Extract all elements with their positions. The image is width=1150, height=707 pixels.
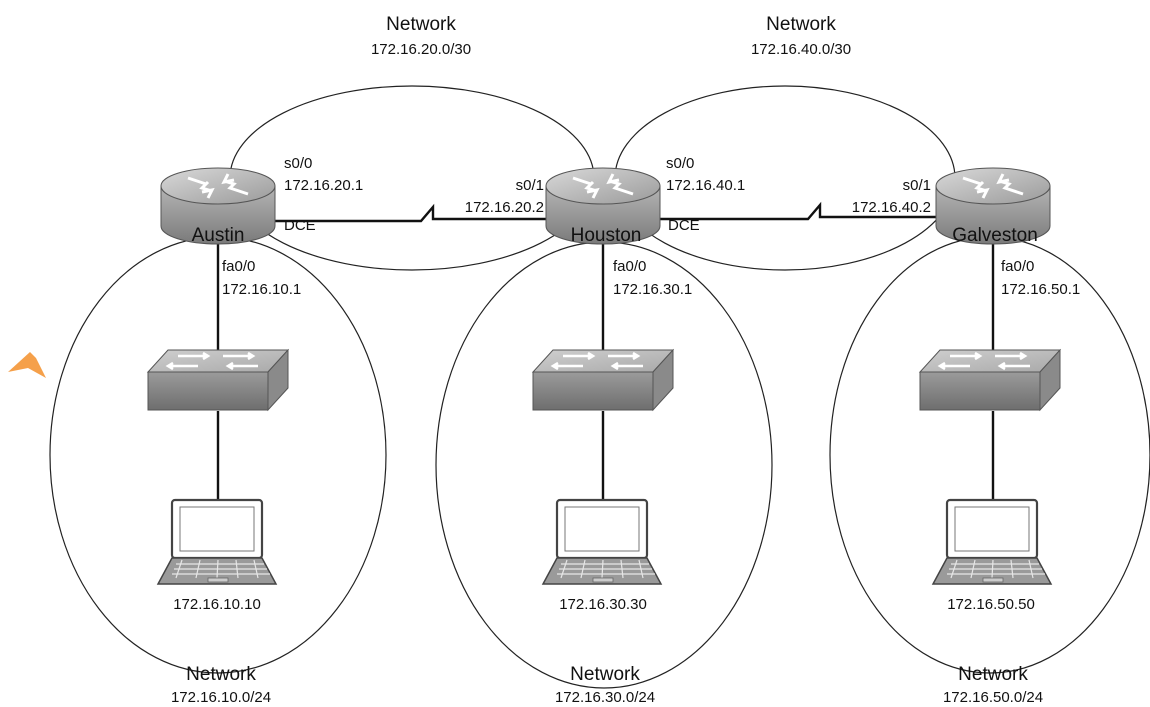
switch-houston xyxy=(531,348,675,412)
austin-fast-ip: 172.16.10.1 xyxy=(222,281,301,298)
network-title-bottom-center: Network xyxy=(570,664,640,685)
network-address-bottom-right: 172.16.50.0/24 xyxy=(943,689,1043,706)
galveston-fast-ip: 172.16.50.1 xyxy=(1001,281,1080,298)
host-ip-houston: 172.16.30.30 xyxy=(559,596,647,613)
houston-dce-label: DCE xyxy=(668,217,700,234)
network-title-bottom-right: Network xyxy=(958,664,1028,685)
serial-link-austin-houston xyxy=(268,203,555,223)
host-ip-austin: 172.16.10.10 xyxy=(173,596,261,613)
router-name-galveston: Galveston xyxy=(952,225,1038,246)
network-title-top-left: Network xyxy=(386,14,456,35)
network-address-bottom-center: 172.16.30.0/24 xyxy=(555,689,655,706)
austin-fast-port: fa0/0 xyxy=(222,258,255,275)
austin-serial-ip: 172.16.20.1 xyxy=(284,177,363,194)
network-address-top-left: 172.16.20.0/30 xyxy=(371,41,471,58)
host-austin xyxy=(156,498,278,586)
austin-serial-port: s0/0 xyxy=(284,155,312,172)
host-galveston xyxy=(931,498,1053,586)
router-name-austin: Austin xyxy=(192,225,245,246)
galveston-fast-port: fa0/0 xyxy=(1001,258,1034,275)
switch-austin xyxy=(146,348,290,412)
network-address-bottom-left: 172.16.10.0/24 xyxy=(171,689,271,706)
network-title-top-right: Network xyxy=(766,14,836,35)
host-ip-galveston: 172.16.50.50 xyxy=(947,596,1035,613)
galveston-serial-in-port: s0/1 xyxy=(903,177,931,194)
serial-link-houston-galveston xyxy=(656,201,942,221)
houston-serial-in-ip: 172.16.20.2 xyxy=(465,199,544,216)
host-houston xyxy=(541,498,663,586)
houston-serial-out-port: s0/0 xyxy=(666,155,694,172)
router-name-houston: Houston xyxy=(571,225,642,246)
network-title-bottom-left: Network xyxy=(186,664,256,685)
austin-dce-label: DCE xyxy=(284,217,316,234)
houston-serial-in-port: s0/1 xyxy=(516,177,544,194)
houston-serial-out-ip: 172.16.40.1 xyxy=(666,177,745,194)
galveston-serial-in-ip: 172.16.40.2 xyxy=(852,199,931,216)
network-address-top-right: 172.16.40.0/30 xyxy=(751,41,851,58)
houston-fast-port: fa0/0 xyxy=(613,258,646,275)
switch-galveston xyxy=(918,348,1062,412)
accent-mark xyxy=(8,352,46,378)
houston-fast-ip: 172.16.30.1 xyxy=(613,281,692,298)
